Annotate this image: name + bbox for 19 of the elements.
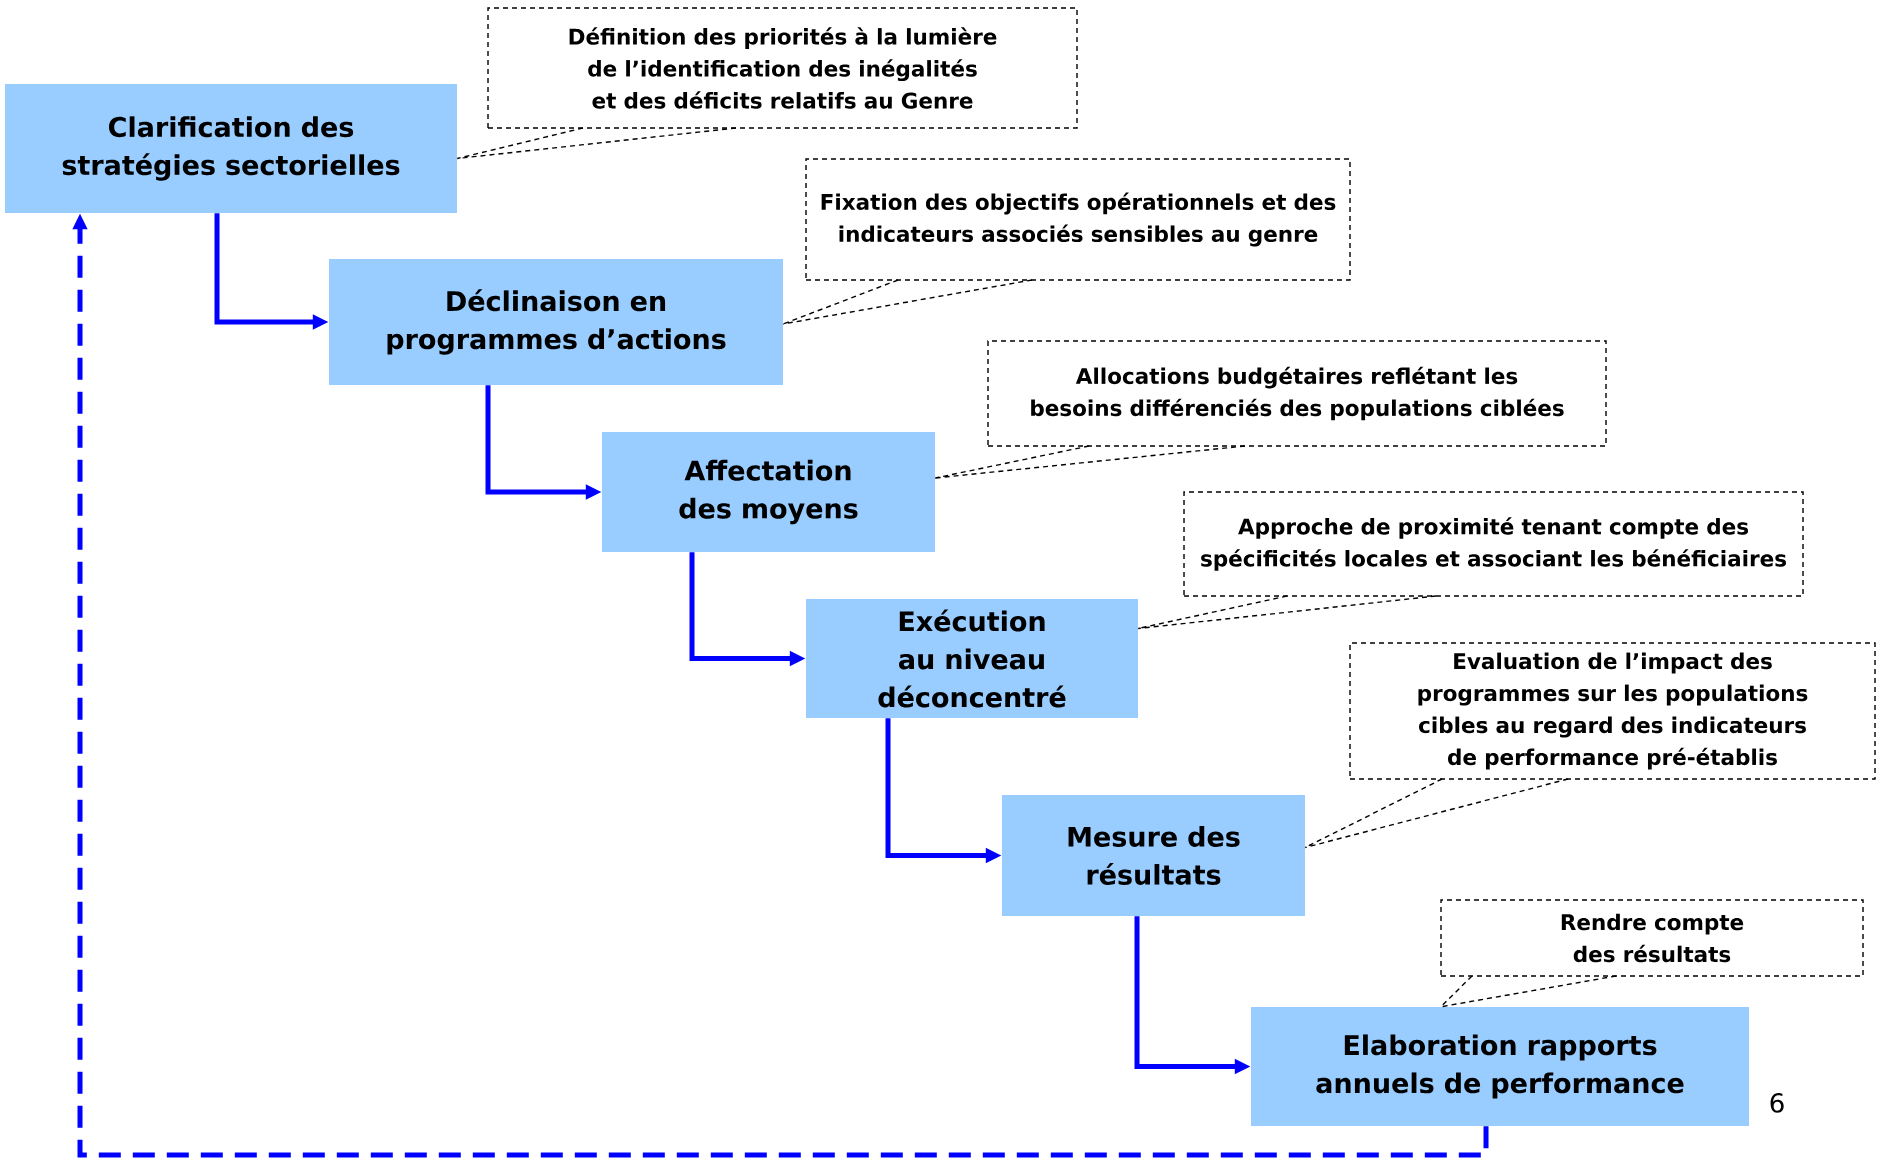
process-box: Déclinaison en programmes d’actions [329,259,783,385]
process-box: Affectation des moyens [602,432,935,552]
process-box: Mesure des résultats [1002,795,1305,916]
callout-pointer [934,445,1246,479]
callout-box: Evaluation de l’impact des programmes sur les populations cibles au regard des indicateurs de performance pré-établis [1349,642,1876,780]
process-box: Exécution au niveau déconcentré [806,599,1138,718]
callout-pointer [1304,778,1569,849]
callout-pointer [456,127,737,160]
callout-box: Fixation des objectifs opérationnels et des indicateurs associés sensibles au genre [805,158,1351,281]
callout-box: Définition des priorités à la lumière de l’identification des inégalités et des déficits relatifs au Genre [487,7,1078,129]
process-box: Clarification des stratégies sectorielles [5,84,457,213]
callout-box: Approche de proximité tenant compte des spécificités locales et associant les bénéficiaires [1183,491,1804,597]
callout-pointer [782,279,1033,325]
callout-box: Rendre compte des résultats [1440,899,1864,977]
callout-pointer [1440,975,1617,1008]
callout-pointer [1137,595,1437,630]
callout-box: Allocations budgétaires reflétant les besoins différenciés des populations ciblées [987,340,1607,447]
page-number: 6 [1770,1093,1784,1113]
process-box: Elaboration rapports annuels de performance [1251,1007,1749,1126]
